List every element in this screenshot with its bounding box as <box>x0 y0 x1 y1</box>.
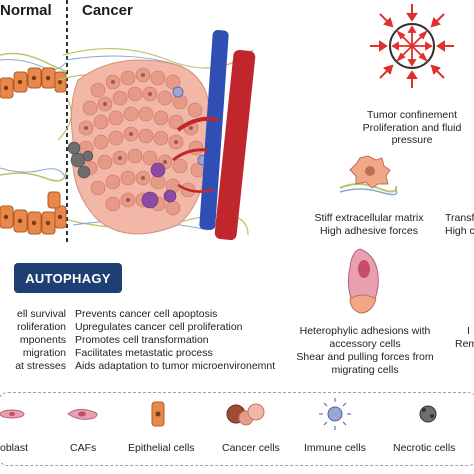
cancer-functions-list: Prevents cancer cell apoptosis Upregulat… <box>75 308 275 373</box>
cancer-cell-icon <box>226 403 265 426</box>
migrating-cell-icon <box>347 248 379 314</box>
fibroblast-icon <box>0 409 25 419</box>
legend-frame <box>0 392 474 466</box>
caption-line: High adhesive forces <box>319 225 419 237</box>
autophagy-badge: AUTOPHAGY <box>14 263 122 293</box>
cancer-header: Cancer <box>82 2 133 19</box>
caption-line: Stiff extracellular matrix <box>314 212 424 224</box>
tumor-illustration <box>58 30 256 241</box>
normal-functions-list: ell survival roliferation mponents migra… <box>15 308 66 373</box>
stiff-ecm-icon <box>339 155 398 196</box>
rem-caption-partial: I Rem <box>455 325 474 351</box>
caption-line: Transf <box>445 212 474 224</box>
caption-line: Rem <box>455 338 474 350</box>
epithelial-cell-icon <box>151 401 165 427</box>
caption-line: Proliferation and fluid <box>362 121 462 134</box>
confinement-pressure-icon <box>370 4 454 88</box>
cancer-function-item: Promotes cell transformation <box>75 334 209 346</box>
legend-label-fibroblast: oblast <box>0 442 29 454</box>
legend-label-immune: Immune cells <box>304 442 366 454</box>
legend-icons <box>0 398 437 430</box>
legend-label-necrotic: Necrotic cells <box>393 442 456 454</box>
heterophylic-caption: Heterophylic adhesions with accessory ce… <box>292 325 438 377</box>
normal-function-item: mponents <box>19 334 66 346</box>
normal-function-item: migration <box>22 347 66 359</box>
transf-caption-partial: Transf High c <box>445 212 474 238</box>
confinement-caption: Tumor confinement Proliferation and flui… <box>362 109 462 147</box>
cancer-function-item: Aids adaptation to tumor microenvironemn… <box>75 360 276 372</box>
normal-epithelium-illustration <box>0 52 68 235</box>
cancer-function-item: Upregulates cancer cell proliferation <box>75 321 243 333</box>
legend-label-epithelial: Epithelial cells <box>128 442 195 454</box>
cancer-function-item: Facilitates metastatic process <box>75 347 213 359</box>
caption-line: High c <box>445 225 474 237</box>
normal-function-item: ell survival <box>16 308 66 320</box>
normal-function-item: roliferation <box>16 321 66 333</box>
caption-line: Tumor confinement <box>366 109 458 121</box>
ecm-caption: Stiff extracellular matrix High adhesive… <box>306 212 432 238</box>
caf-icon <box>67 408 98 420</box>
normal-function-item: at stresses <box>15 360 66 372</box>
legend-label-cafs: CAFs <box>70 442 97 454</box>
cancer-function-item: Prevents cancer cell apoptosis <box>75 308 218 320</box>
caption-line: migrating cells <box>331 364 399 376</box>
caption-line: pressure <box>391 134 433 146</box>
legend-label-cancer: Cancer cells <box>222 442 280 454</box>
caption-line: Heterophylic adhesions with <box>299 325 431 337</box>
normal-header: Normal <box>0 2 52 19</box>
caption-line: I <box>467 325 470 337</box>
caption-line: Shear and pulling forces from <box>296 351 434 363</box>
caption-line: accessory cells <box>329 338 401 350</box>
necrotic-cell-icon <box>419 405 437 423</box>
immune-cell-icon <box>319 398 351 430</box>
